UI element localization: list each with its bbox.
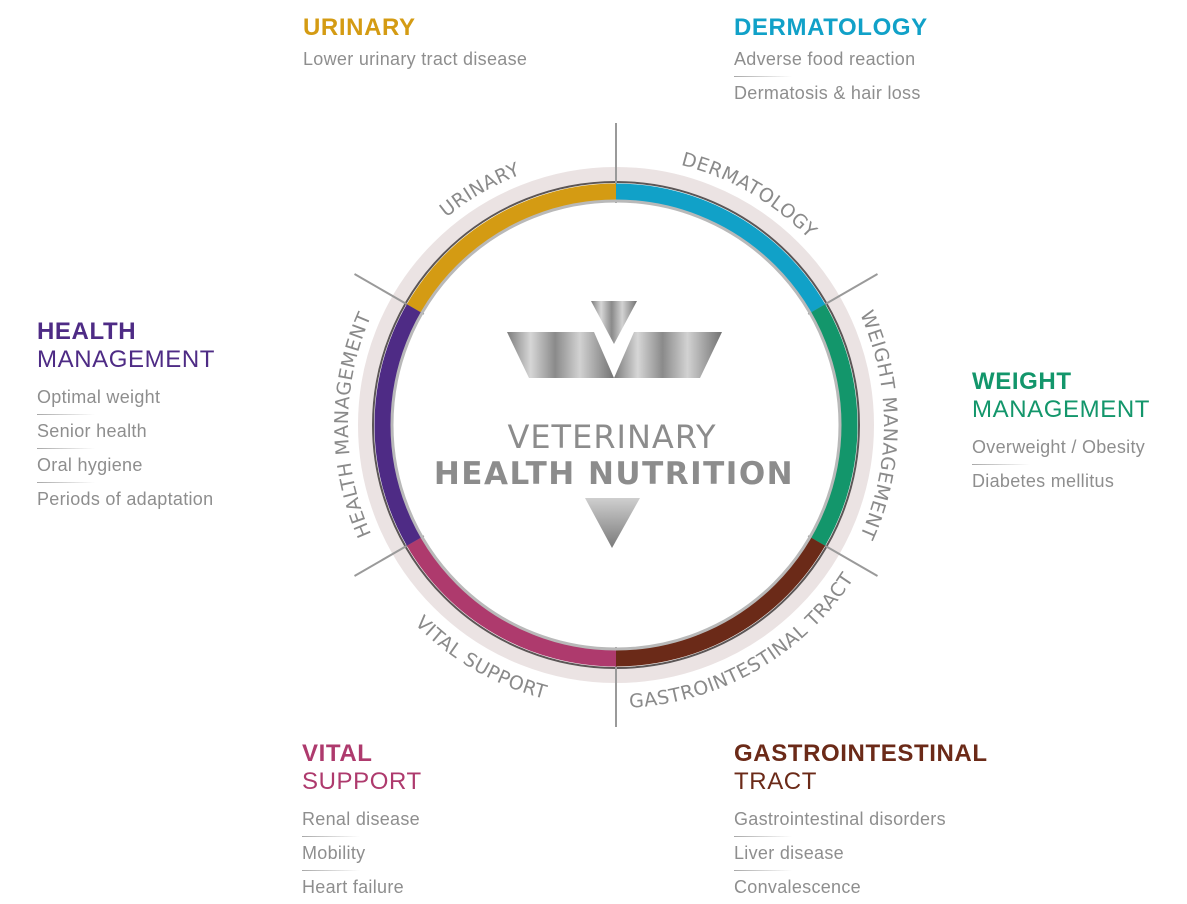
segment-urinary	[406, 183, 617, 313]
gastro-item: Convalescence	[734, 870, 988, 904]
urinary-item: Lower urinary tract disease	[303, 49, 528, 69]
segment-weight	[810, 304, 858, 546]
gastro-conditions: Gastrointestinal disorders Liver disease…	[734, 802, 988, 904]
urinary-title: URINARY	[303, 14, 527, 42]
weight-conditions: Overweight / Obesity Diabetes mellitus	[972, 430, 1150, 498]
vital-title-light: SUPPORT	[302, 768, 422, 795]
vhn-logo: VETERINARY HEALTH NUTRITION	[434, 301, 794, 548]
gastro-title-light: TRACT	[734, 768, 817, 795]
inner-white-disc	[394, 203, 838, 647]
weight-title-light: MANAGEMENT	[972, 396, 1151, 423]
category-weight-management: WEIGHT MANAGEMENT Overweight / Obesity D…	[972, 368, 1150, 498]
logo-line-veterinary: VETERINARY	[507, 418, 716, 456]
dermatology-conditions: Adverse food reaction Dermatosis & hair …	[734, 42, 928, 110]
gastro-item: Liver disease	[734, 836, 988, 870]
weight-item: Overweight / Obesity	[972, 437, 1146, 457]
weight-title: WEIGHT MANAGEMENT	[972, 368, 1150, 424]
dermatology-item: Adverse food reaction	[734, 49, 916, 69]
weight-item: Diabetes mellitus	[972, 464, 1150, 498]
gastro-title: GASTROINTESTINAL TRACT	[734, 740, 988, 796]
dermatology-title-bold: DERMATOLOGY	[734, 14, 928, 41]
health-title-light: MANAGEMENT	[37, 346, 216, 373]
segment-gastro	[615, 537, 826, 667]
vital-conditions: Renal disease Mobility Heart failure	[302, 802, 422, 904]
segment-vital	[406, 537, 617, 667]
health-item: Senior health	[37, 414, 215, 448]
vital-title: VITAL SUPPORT	[302, 740, 422, 796]
category-health-management: HEALTH MANAGEMENT Optimal weight Senior …	[37, 318, 215, 516]
segment-health	[374, 304, 422, 546]
logo-v-wing-left	[507, 332, 614, 378]
segment-dermatology	[615, 183, 826, 313]
health-title: HEALTH MANAGEMENT	[37, 318, 215, 374]
dermatology-title: DERMATOLOGY	[734, 14, 928, 42]
category-vital-support: VITAL SUPPORT Renal disease Mobility Hea…	[302, 740, 422, 904]
vital-item: Renal disease	[302, 809, 420, 829]
inner-silver-ring	[390, 199, 842, 651]
health-title-bold: HEALTH	[37, 318, 137, 345]
gastro-title-bold: GASTROINTESTINAL	[734, 740, 988, 767]
category-dermatology: DERMATOLOGY Adverse food reaction Dermat…	[734, 14, 928, 110]
vital-title-bold: VITAL	[302, 740, 373, 767]
vital-item: Mobility	[302, 836, 422, 870]
weight-title-bold: WEIGHT	[972, 368, 1072, 395]
health-item: Oral hygiene	[37, 448, 215, 482]
health-item: Periods of adaptation	[37, 482, 215, 516]
logo-line-health-nutrition: HEALTH NUTRITION	[434, 456, 794, 492]
urinary-title-bold: URINARY	[303, 14, 416, 41]
logo-top-arrow	[591, 301, 637, 344]
category-urinary: URINARY Lower urinary tract disease	[303, 14, 527, 76]
logo-v-wing-right	[614, 332, 722, 378]
health-item: Optimal weight	[37, 387, 161, 407]
urinary-conditions: Lower urinary tract disease	[303, 42, 527, 76]
logo-bottom-arrow	[585, 498, 640, 548]
category-gastrointestinal-tract: GASTROINTESTINAL TRACT Gastrointestinal …	[734, 740, 988, 904]
gastro-item: Gastrointestinal disorders	[734, 809, 946, 829]
vital-item: Heart failure	[302, 870, 422, 904]
health-conditions: Optimal weight Senior health Oral hygien…	[37, 380, 215, 516]
dermatology-item: Dermatosis & hair loss	[734, 76, 928, 110]
